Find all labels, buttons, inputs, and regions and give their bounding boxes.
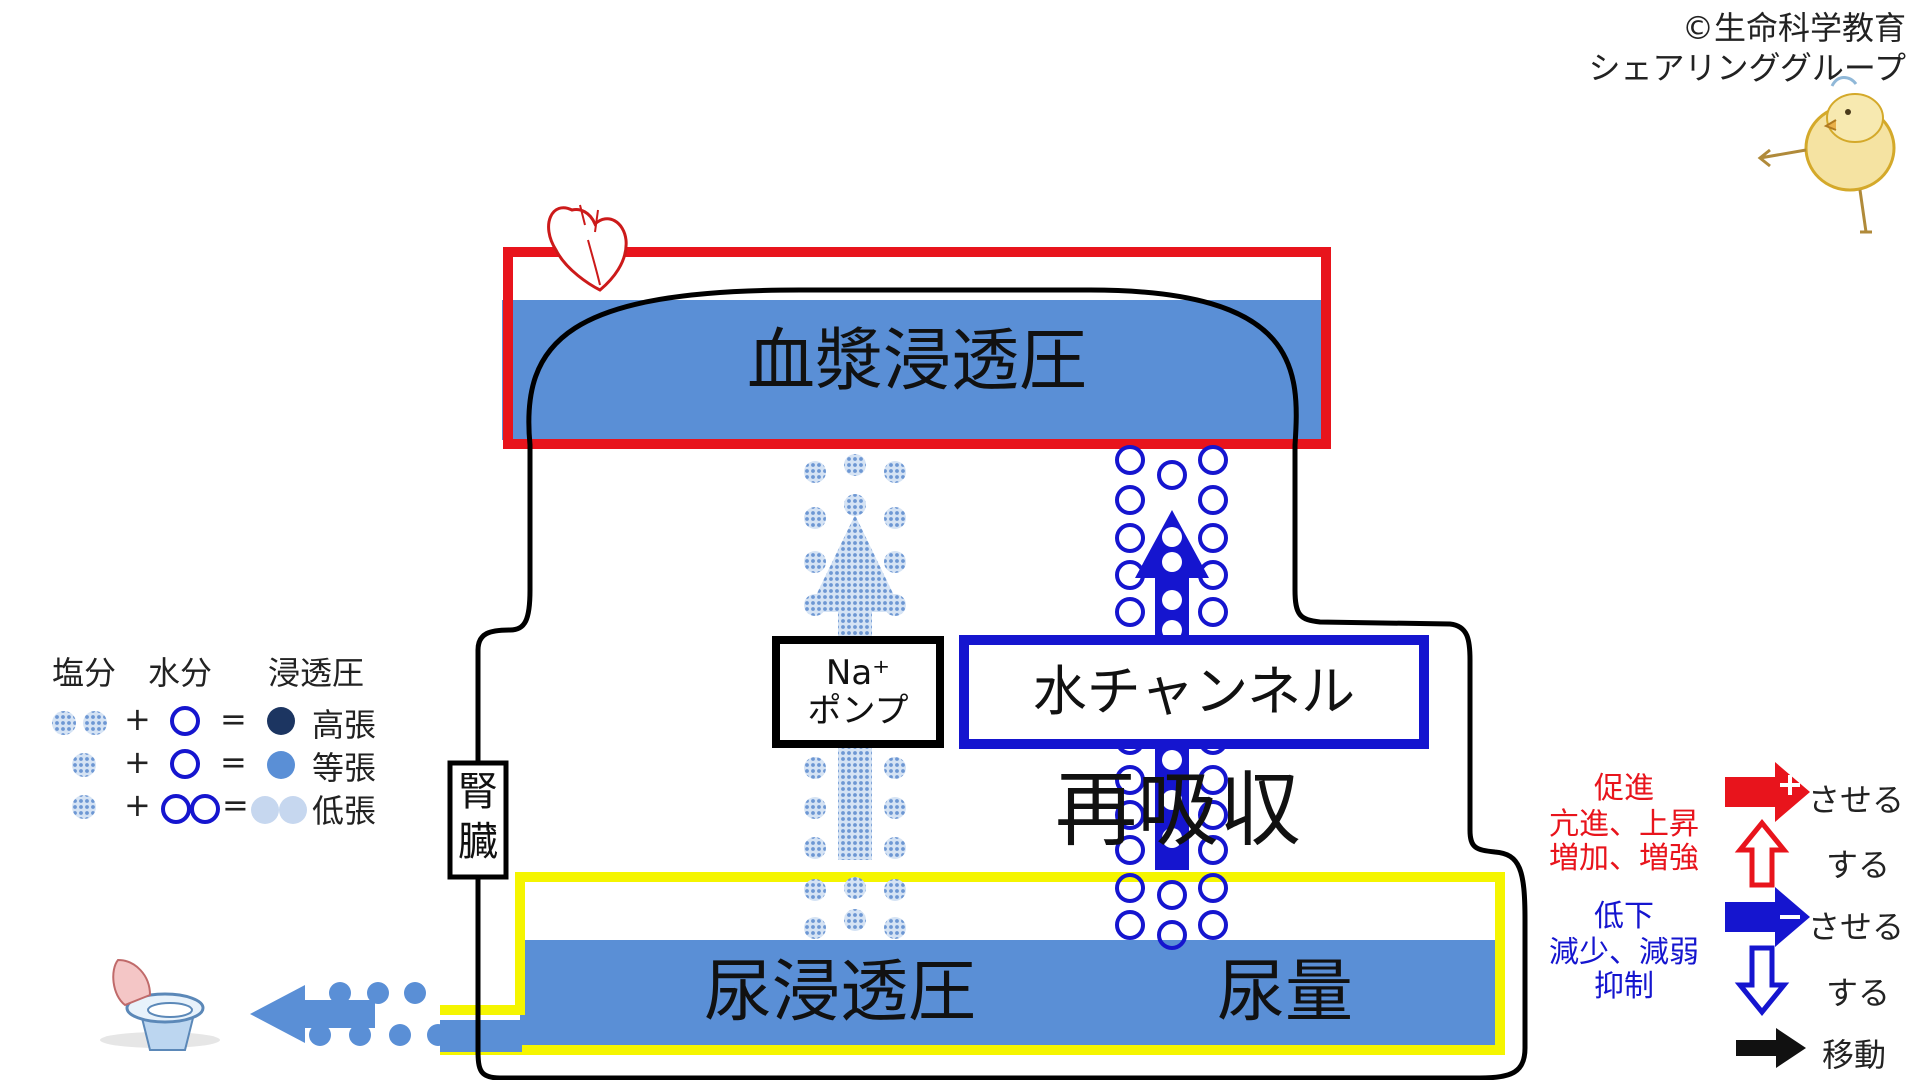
legend-header-osm: 浸透圧 — [268, 654, 365, 692]
legend-eq-1: = — [220, 700, 247, 738]
increase-arrow-icon — [1734, 819, 1790, 888]
key-promote-sub2: 増加、増強 — [1549, 841, 1699, 876]
key-reduce-sub1: 減少、減弱 — [1549, 935, 1699, 970]
chick-icon — [1757, 76, 1896, 234]
key-saseru-1: させる — [1808, 781, 1905, 819]
plasma-box — [503, 247, 1331, 449]
na-dots — [804, 454, 906, 939]
na-pump-box — [772, 636, 944, 748]
kidney-outline — [475, 287, 1528, 1080]
urine-osm-label: 尿浸透圧 — [704, 953, 976, 1032]
water-channel-box — [959, 635, 1429, 749]
urine-volume-label: 尿量 — [1217, 953, 1353, 1032]
key-saseru-2: させる — [1808, 908, 1905, 946]
legend-eq-2: = — [220, 743, 247, 781]
key-arrows — [1725, 762, 1810, 1068]
urine-outlet — [440, 1020, 522, 1052]
na-pump-label-2: ポンプ — [808, 691, 909, 731]
legend-header-salt: 塩分 — [52, 654, 117, 692]
legend-header-water: 水分 — [148, 654, 213, 692]
legend-label-iso: 等張 — [312, 749, 377, 787]
move-arrow-icon — [1736, 1028, 1806, 1068]
reabsorption-label: 再吸収 — [1055, 763, 1301, 858]
kidney-label-2: 臓 — [458, 819, 498, 865]
legend-label-hypo: 低張 — [312, 792, 377, 830]
legend-symbols — [52, 706, 307, 824]
urine-fill — [520, 940, 1496, 1050]
water-arrow-dots — [1162, 527, 1182, 848]
key-suru-1: する — [1826, 846, 1891, 884]
water-channel-label: 水チャンネル — [1033, 660, 1355, 723]
legend-plus-3: + — [124, 786, 151, 824]
key-reduce-title: 低下 — [1594, 899, 1654, 934]
outflow-arrow — [250, 985, 375, 1043]
key-move: 移動 — [1822, 1036, 1887, 1074]
heart-icon — [547, 204, 628, 292]
key-promote-title: 促進 — [1594, 771, 1654, 806]
key-promote-sub1: 亢進、上昇 — [1549, 807, 1699, 842]
copyright-line1: ©生命科学教育 — [1681, 9, 1906, 47]
na-pump-label-1: Na⁺ — [826, 653, 890, 693]
reduce-arrow-icon — [1725, 887, 1810, 947]
plasma-fill — [502, 300, 1328, 440]
legend-plus-2: + — [124, 743, 151, 781]
key-suru-2: する — [1826, 974, 1891, 1012]
copyright-line2: シェアリンググループ — [1588, 49, 1906, 87]
promote-arrow-icon — [1725, 762, 1810, 822]
legend-label-hyper: 高張 — [312, 706, 377, 744]
legend-eq-3: = — [222, 786, 249, 824]
key-reduce-sub2: 抑制 — [1594, 969, 1654, 1004]
outflow-dots — [309, 982, 449, 1046]
kidney-label-1: 腎 — [458, 769, 498, 815]
plasma-label: 血漿浸透圧 — [747, 322, 1087, 401]
copyright: ©生命科学教育 シェアリンググループ — [1589, 8, 1906, 88]
legend-plus-1: + — [124, 700, 151, 738]
toilet-icon — [100, 958, 220, 1051]
water-circles — [1115, 445, 1228, 950]
decrease-arrow-icon — [1734, 945, 1790, 1016]
kidney-label-box — [447, 760, 509, 880]
urine-box — [440, 872, 1505, 1055]
